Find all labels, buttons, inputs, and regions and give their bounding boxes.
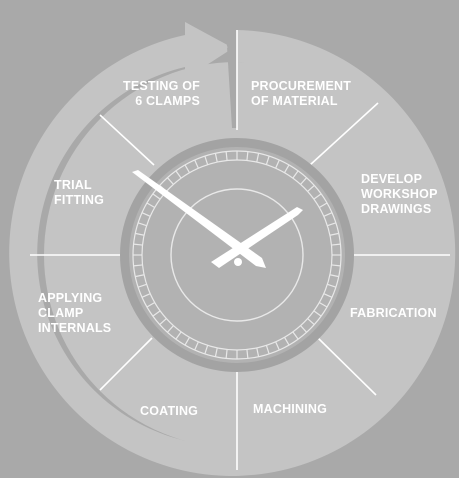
clock-tick bbox=[331, 243, 341, 246]
clock-tick bbox=[152, 310, 161, 317]
clock-tick bbox=[175, 170, 182, 179]
clock-tick bbox=[265, 155, 270, 165]
clock-tick bbox=[318, 301, 328, 308]
arrow-head bbox=[185, 22, 228, 80]
clock-tick bbox=[135, 232, 145, 236]
clock-tick bbox=[137, 283, 147, 288]
clock-tick bbox=[329, 274, 339, 278]
divider-line bbox=[309, 102, 379, 166]
clock-tick bbox=[327, 222, 337, 227]
stage-label-develop: DEVELOP WORKSHOP DRAWINGS bbox=[361, 172, 438, 216]
clock-tick bbox=[133, 243, 143, 246]
clock-center bbox=[234, 258, 242, 266]
stage-label-testing: TESTING OF 6 CLAMPS bbox=[123, 79, 200, 108]
clock-tick bbox=[283, 336, 290, 346]
clock-tick bbox=[133, 264, 143, 267]
clock-tick bbox=[275, 159, 280, 169]
clock-tick bbox=[135, 274, 145, 278]
clock-tick bbox=[327, 283, 337, 288]
clock-hour-hand bbox=[211, 207, 303, 268]
clock-tick bbox=[246, 151, 249, 161]
stage-label-applying: APPLYING CLAMP INTERNALS bbox=[38, 291, 112, 335]
clock-tick bbox=[275, 341, 280, 351]
stage-label-procurement: PROCUREMENT OF MATERIAL bbox=[251, 79, 352, 108]
stage-label-coating: COATING bbox=[140, 404, 199, 418]
divider-line bbox=[99, 114, 155, 166]
clock-tick bbox=[214, 153, 218, 163]
clock-tick bbox=[318, 202, 328, 209]
clock-tick bbox=[175, 331, 182, 340]
clock-tick bbox=[204, 345, 209, 355]
clock-tick bbox=[166, 177, 174, 185]
stage-label-fabrication: FABRICATION bbox=[350, 306, 437, 320]
clock-tick bbox=[152, 193, 161, 200]
clock-tick bbox=[146, 301, 156, 308]
clock-tick bbox=[300, 177, 308, 185]
clock-tick bbox=[166, 325, 174, 333]
clock-tick bbox=[307, 318, 315, 326]
divider-line bbox=[99, 337, 153, 391]
clock-tick bbox=[256, 153, 260, 163]
clock-tick bbox=[313, 310, 322, 317]
divider-lines bbox=[30, 30, 450, 470]
clock-tick bbox=[204, 155, 209, 165]
clock-tick bbox=[331, 264, 341, 267]
clock-tick bbox=[329, 232, 339, 236]
clock-tick bbox=[300, 325, 308, 333]
clock-tick bbox=[256, 347, 260, 357]
clock-tick bbox=[141, 293, 151, 298]
arrow-gap bbox=[226, 0, 237, 128]
clock-tick bbox=[292, 331, 299, 340]
clock-tick bbox=[283, 164, 290, 174]
clock-minute-ticks bbox=[133, 151, 341, 359]
clock-tick bbox=[184, 164, 191, 174]
clock-minute-hand bbox=[132, 170, 266, 268]
clock-tick bbox=[292, 170, 299, 179]
clock-inner-circle bbox=[170, 188, 304, 322]
clock-tick bbox=[214, 347, 218, 357]
clock-tick bbox=[184, 336, 191, 346]
clock-tick bbox=[146, 202, 156, 209]
clock-tick bbox=[194, 341, 199, 351]
stage-label-trial: TRIAL FITTING bbox=[54, 178, 105, 207]
clock-tick bbox=[313, 193, 322, 200]
clock-tick bbox=[246, 349, 249, 359]
clock-tick bbox=[194, 159, 199, 169]
clock-tick bbox=[265, 345, 270, 355]
clock-tick bbox=[307, 184, 315, 192]
clock-tick bbox=[159, 318, 167, 326]
clock-tick bbox=[225, 349, 228, 359]
clock-tick bbox=[323, 212, 333, 217]
clock-tick bbox=[225, 151, 228, 161]
divider-line bbox=[317, 337, 377, 396]
clock-tick bbox=[141, 212, 151, 217]
clock-tick bbox=[137, 222, 147, 227]
stage-label-machining: MACHINING bbox=[253, 402, 328, 416]
clock-tick bbox=[323, 293, 333, 298]
